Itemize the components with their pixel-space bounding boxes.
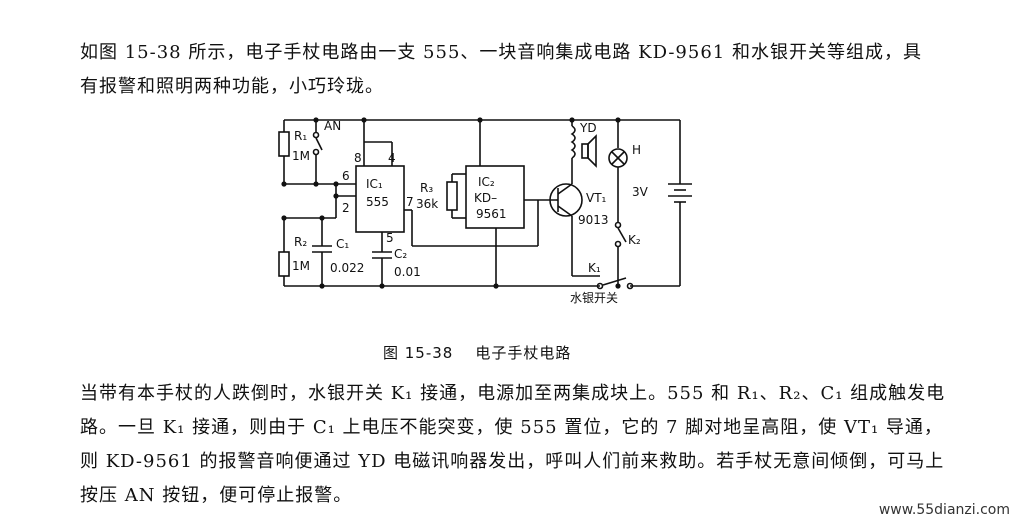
intro-paragraph: 如图 15-38 所示，电子手杖电路由一支 555、一块音响集成电路 KD-95… [80,42,922,97]
vt1-label: VT₁ [586,191,607,205]
ic2-kd9561-chip [465,165,525,229]
pin7-label: 7 [406,195,414,209]
ic1-part: 555 [366,195,389,209]
pin4-label: 4 [388,151,396,165]
circuit-diagram: R₁ 1M AN R₂ 1M C₁ 0.022 IC₁ 555 8 4 6 2 … [278,117,692,305]
r2-label: R₂ [294,235,307,249]
figure-caption: 图 15-38 电子手杖电路 [383,342,593,363]
vt1-transistor [549,183,583,217]
r3-value: 36k [416,197,438,211]
k1-switch [602,277,627,286]
vt1-part: 9013 [578,213,609,227]
mercury-switch-label: 水银开关 [570,291,618,305]
r3-label: R₃ [420,181,433,195]
yd-coil [570,125,576,159]
figure-number: 图 15-38 [383,344,454,362]
ic2-part-b: 9561 [476,207,507,221]
an-label: AN [324,119,341,133]
battery-label: 3V [632,185,649,199]
figure-title: 电子手杖电路 [475,344,572,362]
pin8-label: 8 [354,151,362,165]
body-paragraph: 当带有本手杖的人跌倒时，水银开关 K₁ 接通，电源加至两集成块上。555 和 R… [80,383,946,506]
ic1-555-chip [355,165,405,233]
c2-label: C₂ [394,247,407,261]
r2-value: 1M [292,259,310,273]
an-switch [315,137,323,151]
pin6-label: 6 [342,169,350,183]
h-label: H [632,143,641,157]
pin5-label: 5 [386,231,394,245]
r1-resistor [278,131,290,157]
pin2-label: 2 [342,201,350,215]
k1-label: K₁ [588,261,601,275]
k2-label: K₂ [628,233,641,247]
ic2-part-a: KD– [474,191,497,205]
c1-label: C₁ [336,237,349,251]
yd-label: YD [579,121,597,135]
r2-resistor [278,251,290,277]
ic2-label: IC₂ [478,175,495,189]
c1-value: 0.022 [330,261,364,275]
k2-switch [617,227,627,243]
ic1-label: IC₁ [366,177,383,191]
r3-resistor [446,181,458,211]
r1-label: R₁ [294,129,307,143]
r1-value: 1M [292,149,310,163]
yd-speaker-icon [581,143,589,159]
watermark: www.55dianzi.com [878,502,1010,518]
c2-value: 0.01 [394,265,421,279]
